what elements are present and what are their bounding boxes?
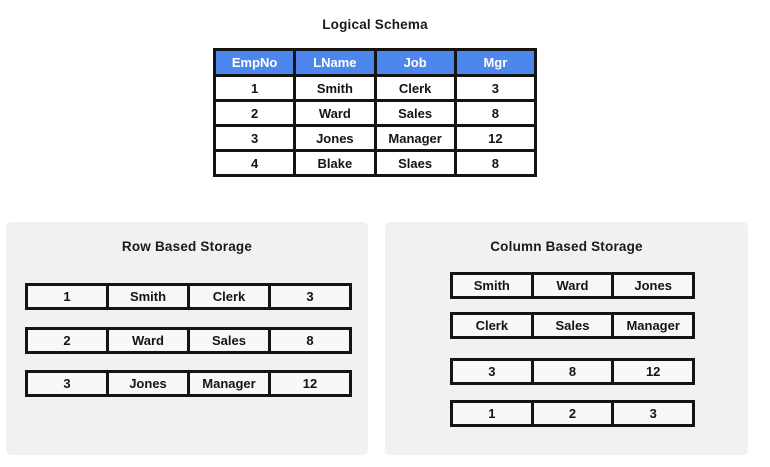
storage-cell: 12 — [611, 361, 693, 382]
table-cell: Manager — [373, 124, 457, 152]
table-cell: 3 — [453, 74, 538, 102]
table-cell: Clerk — [373, 74, 457, 102]
table-cell: Smith — [293, 74, 377, 102]
column-header: Mgr — [453, 48, 538, 77]
table-cell: 8 — [453, 149, 538, 177]
logical-schema-title: Logical Schema — [322, 17, 428, 32]
table-cell: 1 — [212, 74, 297, 102]
table-cell: 4 — [212, 149, 297, 177]
storage-cell: 8 — [530, 361, 612, 382]
storage-cell: Smith — [106, 286, 187, 307]
table-cell: 8 — [453, 99, 538, 127]
storage-cell: 3 — [453, 361, 531, 382]
table-cell: 2 — [212, 99, 297, 127]
table-cell: Jones — [293, 124, 377, 152]
storage-cell: Manager — [187, 373, 268, 394]
row-based-storage-title: Row Based Storage — [121, 239, 253, 254]
storage-cell: 8 — [268, 330, 349, 351]
column-header: Job — [373, 48, 457, 77]
table-cell: Sales — [373, 99, 457, 127]
storage-cell: Ward — [530, 275, 612, 296]
storage-cell: Jones — [611, 275, 693, 296]
storage-cell: 1 — [453, 403, 531, 424]
storage-cell: Clerk — [187, 286, 268, 307]
storage-cell: Clerk — [453, 315, 531, 336]
storage-cell: Manager — [611, 315, 693, 336]
storage-cell: Sales — [187, 330, 268, 351]
storage-cell: Smith — [453, 275, 531, 296]
column-header: LName — [293, 48, 377, 77]
column-based-storage-title: Column Based Storage — [490, 239, 643, 254]
table-cell: 12 — [453, 124, 538, 152]
storage-cell: 12 — [268, 373, 349, 394]
storage-cell: Ward — [106, 330, 187, 351]
storage-cell: 3 — [611, 403, 693, 424]
table-cell: Ward — [293, 99, 377, 127]
storage-cell: Jones — [106, 373, 187, 394]
storage-cell: Sales — [530, 315, 612, 336]
storage-cell: 3 — [268, 286, 349, 307]
storage-cell: 3 — [28, 373, 106, 394]
table-cell: 3 — [212, 124, 297, 152]
table-cell: Slaes — [373, 149, 457, 177]
column-header: EmpNo — [212, 48, 297, 77]
storage-cell: 2 — [28, 330, 106, 351]
storage-cell: 2 — [530, 403, 612, 424]
table-cell: Blake — [293, 149, 377, 177]
storage-cell: 1 — [28, 286, 106, 307]
